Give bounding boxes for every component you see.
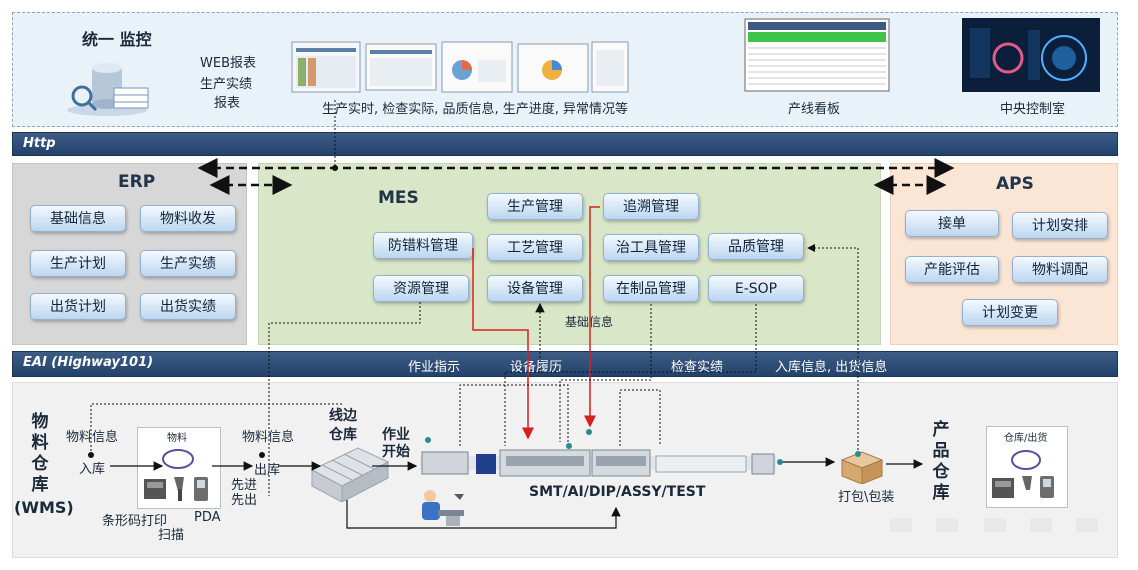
barcode-devices-icon [140, 445, 218, 505]
mes-process-mgmt-button[interactable]: 工艺管理 [487, 234, 583, 261]
mes-resource-mgmt-button[interactable]: 资源管理 [373, 275, 469, 302]
mes-production-mgmt-button[interactable]: 生产管理 [487, 193, 583, 220]
prod-char-1: 产 [932, 420, 950, 440]
aps-order-button[interactable]: 接单 [905, 210, 999, 237]
erp-basic-info-button[interactable]: 基础信息 [30, 205, 126, 232]
control-room-screen [962, 18, 1100, 92]
mes-error-proof-button[interactable]: 防错料管理 [373, 232, 473, 259]
package-box-icon [838, 446, 886, 485]
wms-char-4: 库 [31, 475, 49, 495]
work-start-label-2: 开始 [382, 444, 410, 460]
watermark-blocks [880, 514, 1106, 536]
prod-char-4: 库 [932, 483, 950, 503]
mes-traceability-button[interactable]: 追溯管理 [603, 193, 699, 220]
mes-wip-mgmt-button[interactable]: 在制品管理 [603, 275, 699, 302]
fifo-label-2: 先出 [231, 493, 258, 508]
material-card-title: 物料 [167, 433, 187, 444]
erp-shipping-result-button[interactable]: 出货实绩 [140, 293, 236, 320]
mes-tooling-mgmt-button[interactable]: 治工具管理 [603, 234, 699, 261]
erp-title: ERP [118, 172, 156, 192]
eai-equipment-history: 设备履历 [510, 360, 563, 375]
pda-label: PDA [194, 510, 221, 525]
production-line-machines [420, 446, 776, 480]
report-label: 报表 [214, 96, 241, 111]
monitor-title: 统一 监控 [82, 30, 152, 49]
wms-label: (WMS) [14, 498, 74, 517]
web-report-label: WEB报表 [200, 56, 256, 71]
base-info-label: 基础信息 [565, 315, 614, 329]
mes-quality-mgmt-button[interactable]: 品质管理 [708, 233, 804, 260]
mes-equipment-mgmt-button[interactable]: 设备管理 [487, 275, 583, 302]
line-store-label-1: 线边 [329, 408, 357, 424]
eai-inout-info: 入库信息, 出货信息 [775, 360, 888, 375]
control-caption: 中央控制室 [1000, 102, 1066, 117]
prod-char-2: 品 [932, 441, 950, 461]
material-info-label-2: 物料信息 [242, 430, 295, 445]
erp-material-io-button[interactable]: 物料收发 [140, 205, 236, 232]
wms-char-2: 料 [31, 433, 49, 453]
production-line-label: SMT/AI/DIP/ASSY/TEST [529, 484, 706, 500]
product-card-title: 仓库/出货 [1004, 433, 1048, 444]
line-board-screen [744, 18, 890, 92]
production-result-label: 生产实绩 [200, 77, 253, 92]
erp-shipping-plan-button[interactable]: 出货计划 [30, 293, 126, 320]
http-bar: Http [12, 132, 1118, 156]
warehouse-devices-icon [988, 446, 1064, 502]
wms-char-3: 仓 [31, 454, 49, 474]
erp-production-result-button[interactable]: 生产实绩 [140, 250, 236, 277]
report-screenshots [290, 38, 630, 96]
outbound-label: 出库 [254, 463, 281, 478]
screens-caption: 生产实时, 检查实际, 品质信息, 生产进度, 异常情况等 [322, 102, 629, 117]
rack-icon [308, 440, 390, 503]
inbound-label: 入库 [79, 462, 106, 477]
eai-inspection-result: 检查实绩 [671, 360, 724, 375]
database-icon [62, 60, 152, 118]
aps-plan-change-button[interactable]: 计划变更 [962, 299, 1058, 326]
erp-production-plan-button[interactable]: 生产计划 [30, 250, 126, 277]
eai-label: EAI (Highway101) [23, 355, 154, 370]
barcode-print-label: 条形码打印 [102, 514, 168, 529]
aps-capacity-button[interactable]: 产能评估 [905, 256, 999, 283]
eai-work-instruction: 作业指示 [408, 360, 461, 375]
fifo-label-1: 先进 [231, 478, 258, 493]
http-label: Http [23, 136, 56, 151]
aps-title: APS [996, 174, 1034, 194]
operator-icon [416, 488, 470, 530]
eai-bar: EAI (Highway101) 作业指示 设备履历 检查实绩 入库信息, 出货… [12, 351, 1118, 377]
board-caption: 产线看板 [788, 102, 841, 117]
wms-char-1: 物 [31, 412, 49, 432]
prod-char-3: 仓 [932, 462, 950, 482]
scan-label: 扫描 [158, 528, 185, 543]
aps-material-dispatch-button[interactable]: 物料调配 [1012, 256, 1108, 283]
aps-scheduling-button[interactable]: 计划安排 [1012, 212, 1108, 239]
mes-esop-button[interactable]: E-SOP [708, 275, 804, 302]
material-info-label-1: 物料信息 [66, 430, 119, 445]
pack-label: 打包\包装 [838, 490, 895, 505]
mes-title: MES [378, 188, 419, 208]
